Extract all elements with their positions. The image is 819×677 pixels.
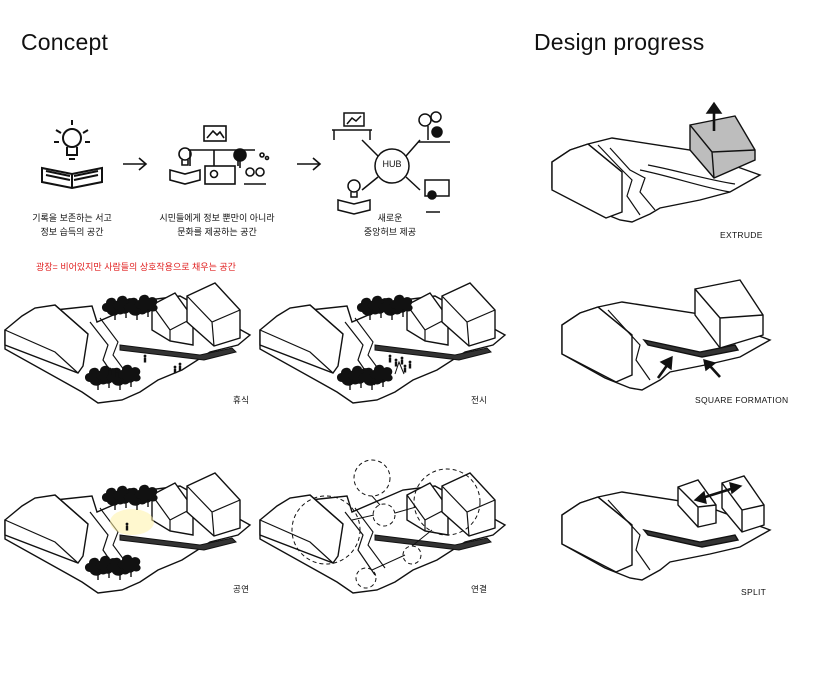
concept-heading: Concept xyxy=(21,29,109,55)
caption-hub-line1: 새로운 xyxy=(377,213,403,223)
scenario-rest-diagram xyxy=(4,282,251,404)
arrow-right-icon xyxy=(297,157,322,171)
label-rest: 휴식 xyxy=(233,395,250,405)
scenario-connection-diagram xyxy=(259,459,506,594)
plaza-definition-note: 광장= 비어있지만 사람들의 상호작용으로 채우는 공간 xyxy=(36,262,236,272)
hub-network-icon xyxy=(332,111,450,215)
progress-split-diagram xyxy=(561,475,772,581)
caption-hub-line2: 중앙허브 제공 xyxy=(363,227,417,237)
label-connection: 연결 xyxy=(471,584,488,594)
lightbulb-book-icon xyxy=(41,120,103,190)
label-square-formation: SQUARE FORMATION xyxy=(695,395,789,405)
progress-extrude-diagram xyxy=(551,101,762,223)
arrow-right-icon xyxy=(123,157,148,171)
scenario-exhibition-diagram xyxy=(259,282,506,404)
label-performance: 공연 xyxy=(233,584,250,594)
label-extrude: EXTRUDE xyxy=(720,230,763,240)
label-exhibition: 전시 xyxy=(471,395,488,405)
caption-culture: 시민들에게 정보 뿐만이 아니라 문화를 제공하는 공간 xyxy=(152,211,282,239)
caption-archive-line1: 기록을 보존하는 서고 xyxy=(32,213,112,223)
caption-archive: 기록을 보존하는 서고 정보 습득의 공간 xyxy=(22,211,122,239)
gallery-people-icon xyxy=(169,125,270,185)
label-split: SPLIT xyxy=(741,587,767,597)
caption-hub: 새로운 중앙허브 제공 xyxy=(340,211,440,239)
caption-archive-line2: 정보 습득의 공간 xyxy=(40,227,104,237)
caption-culture-line1: 시민들에게 정보 뿐만이 아니라 xyxy=(159,213,275,223)
progress-square-diagram xyxy=(561,279,772,391)
design-progress-heading: Design progress xyxy=(534,29,705,55)
scenario-performance-diagram xyxy=(4,472,251,594)
caption-culture-line2: 문화를 제공하는 공간 xyxy=(177,227,257,237)
hub-label: HUB xyxy=(382,159,402,169)
